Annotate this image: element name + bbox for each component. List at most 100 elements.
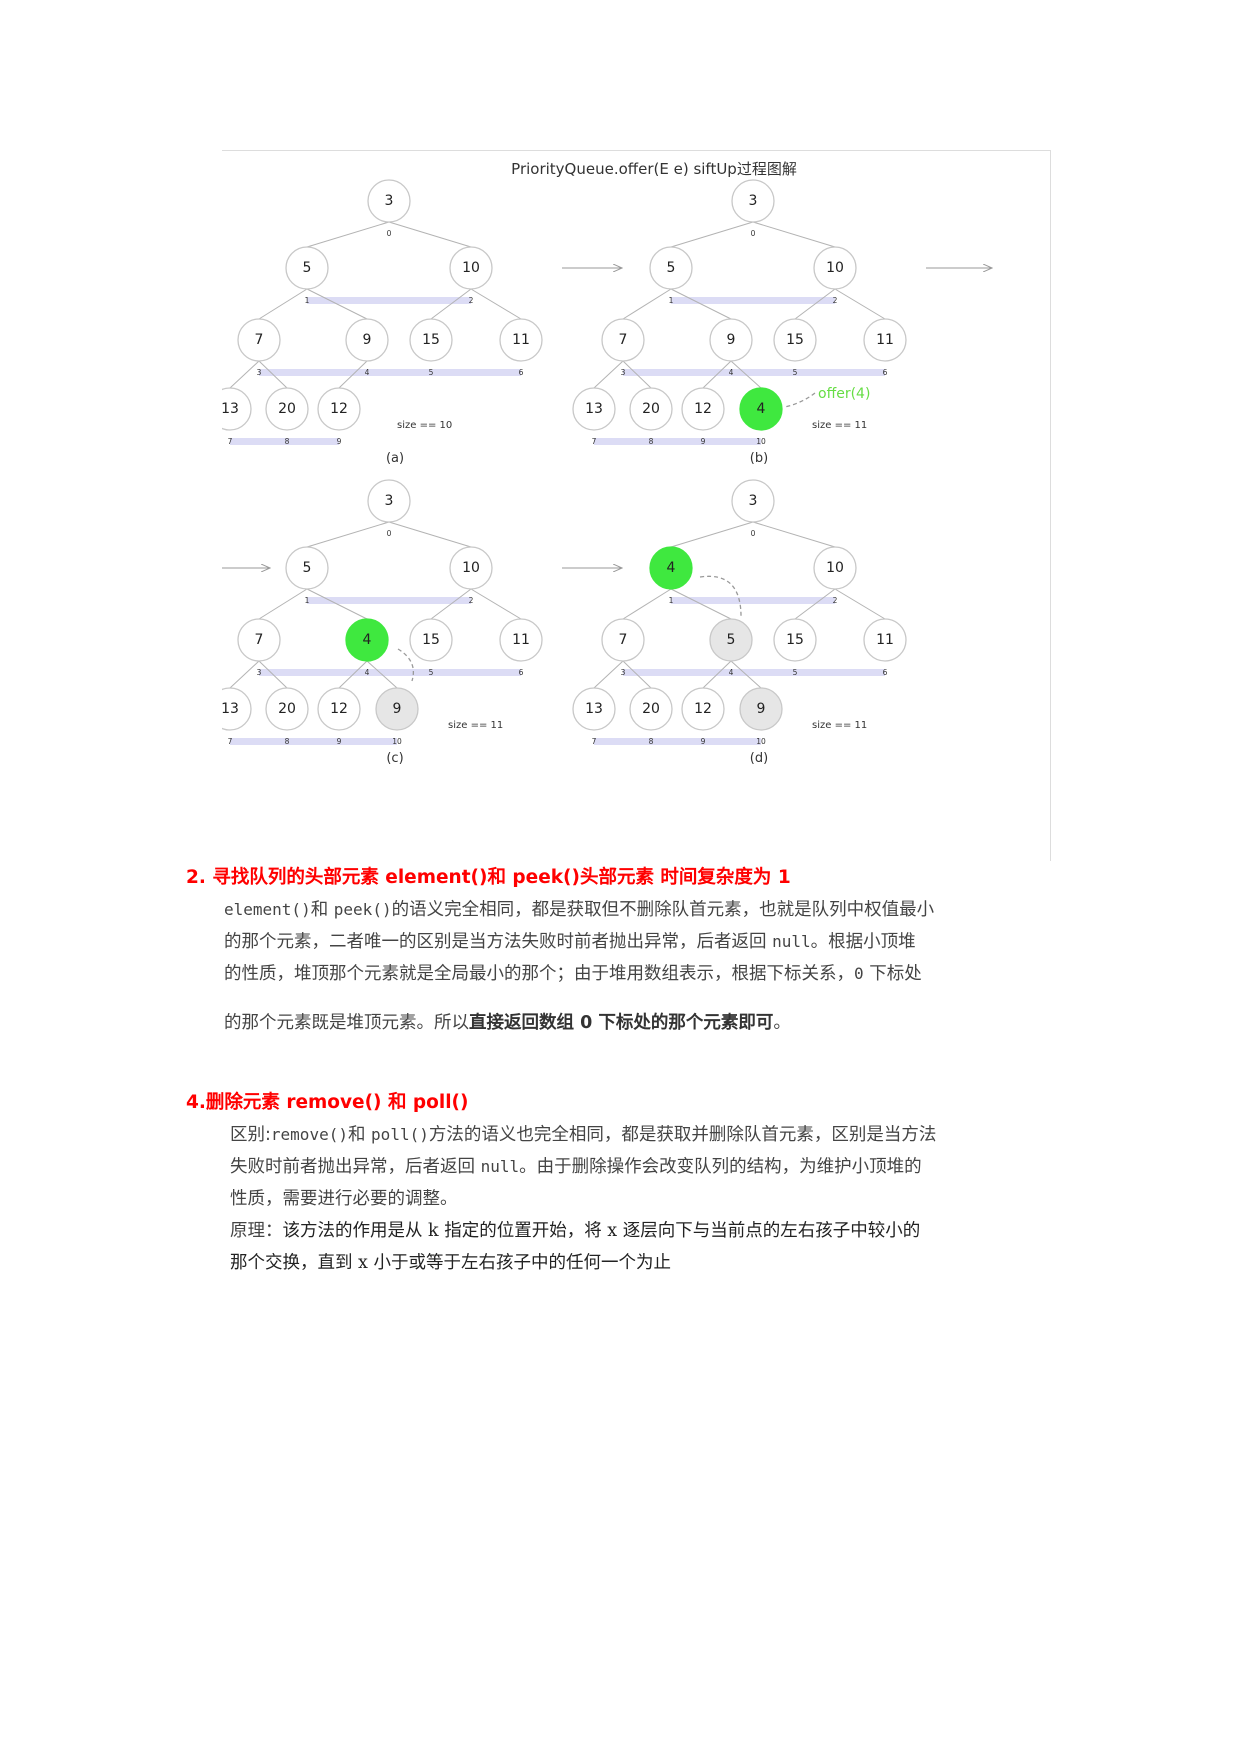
heap-node-circle (317, 687, 361, 731)
heap-diagram-svg: PriorityQueue.offer(E e) siftUp过程图解 3 0 5 1… (222, 160, 1050, 766)
heap-node-value: 11 (876, 632, 894, 648)
tree-edge (306, 521, 390, 548)
heap-node-circle (449, 246, 493, 290)
section-2-line-1: element()和 peek()的语义完全相同，都是获取但不删除队首元素，也就… (224, 896, 934, 921)
heap-node-index: 0 (751, 529, 756, 538)
heap-node-value: 12 (694, 401, 712, 417)
text: 下标处 (863, 964, 922, 984)
heap-node-index: 5 (429, 368, 434, 377)
tree-edge (258, 288, 308, 320)
tree-edge (258, 660, 288, 689)
section-2-heading: 2. 寻找队列的头部元素 element()和 peek()头部元素 时间复杂度… (186, 867, 791, 888)
heap-node-value: 20 (642, 701, 660, 717)
heap-node-value: 4 (667, 560, 676, 576)
section-2-line-2: 的那个元素，二者唯一的区别是当方法失败时前者抛出异常，后者返回 null。根据小… (224, 928, 916, 953)
heap-node-index: 9 (337, 737, 342, 746)
tree-edge (670, 221, 754, 248)
panel-label: (b) (750, 451, 768, 466)
index-bar (307, 297, 471, 304)
tree-edge (306, 288, 368, 320)
heap-node-index: 8 (649, 737, 654, 746)
code-element: element() (224, 900, 311, 919)
heap-node-circle (731, 479, 775, 523)
heap-node-value: 7 (619, 632, 628, 648)
index-bar (623, 369, 885, 376)
heap-node-circle (345, 318, 389, 362)
index-bar (594, 438, 761, 445)
heap-node-index: 6 (883, 368, 888, 377)
heap-node-index: 0 (387, 229, 392, 238)
swap-dashed-arrow (699, 575, 742, 620)
heap-node-index: 7 (228, 737, 233, 746)
heap-node-circle (739, 387, 783, 431)
figure-title: PriorityQueue.offer(E e) siftUp过程图解 (511, 160, 797, 178)
heap-node-value: 3 (749, 493, 758, 509)
heap-node-value: 3 (385, 493, 394, 509)
tree-edge (670, 521, 754, 548)
serif-text: 该方法的作用是从 k 指定的位置开始，将 x 逐层向下与当前点的左右孩子中较小的 (282, 1221, 921, 1241)
tree-edge (388, 221, 472, 248)
text: 的语义完全相同，都是获取但不删除队首元素，也就是队列中权值最小 (391, 900, 935, 920)
heap-node-circle (629, 687, 673, 731)
heap-node-index: 2 (833, 296, 838, 305)
heap-node-index: 10 (756, 437, 766, 446)
text: 。 (773, 1013, 791, 1033)
text: 和 (347, 1125, 372, 1145)
heap-node-index: 2 (469, 296, 474, 305)
heap-node-index: 4 (729, 368, 734, 377)
heap-node-index: 6 (519, 368, 524, 377)
heap-node-index: 6 (883, 668, 888, 677)
tree-edge (622, 360, 652, 389)
heap-node-value: 15 (422, 632, 440, 648)
serif-text: 那个交换，直到 x 小于或等于左右孩子中的任何一个为止 (230, 1253, 671, 1273)
heap-node-circle (409, 618, 453, 662)
heap-node-value: 7 (255, 332, 264, 348)
heap-node-value: 11 (512, 632, 530, 648)
index-bar (230, 438, 339, 445)
heap-node-circle (367, 479, 411, 523)
heap-node-value: 7 (255, 632, 264, 648)
code-peek: peek() (333, 900, 392, 919)
heap-node-circle (317, 387, 361, 431)
tree-edge (470, 288, 522, 320)
heap-node-value: 9 (757, 701, 766, 717)
index-bar (594, 738, 761, 745)
code-null: null (480, 1157, 520, 1176)
index-bar (623, 669, 885, 676)
heap-node-index: 9 (337, 437, 342, 446)
heap-node-value: 13 (222, 401, 239, 417)
heap-node-value: 5 (727, 632, 736, 648)
heap-node-value: 9 (393, 701, 402, 717)
tree-edge (670, 588, 732, 620)
heap-node-circle (265, 687, 309, 731)
heap-node-circle (813, 246, 857, 290)
heap-node-circle (863, 318, 907, 362)
text: 和 (310, 900, 334, 920)
heap-node-circle (649, 246, 693, 290)
heap-node-index: 7 (228, 437, 233, 446)
tree-edge (306, 221, 390, 248)
text: 原理： (230, 1221, 283, 1241)
text: 的性质，堆顶那个元素就是全局最小的那个；由于堆用数组表示，根据下标关系， (224, 964, 854, 984)
index-bar (671, 597, 835, 604)
tree-edge (593, 660, 624, 689)
heap-node-value: 20 (278, 701, 296, 717)
heap-node-index: 3 (257, 668, 262, 677)
heap-node-index: 8 (285, 437, 290, 446)
heap-node-value: 11 (512, 332, 530, 348)
heap-node-value: 12 (694, 701, 712, 717)
tree-edge (670, 288, 732, 320)
section-2-line-3: 的性质，堆顶那个元素就是全局最小的那个；由于堆用数组表示，根据下标关系，0 下标… (224, 960, 922, 985)
index-bar (230, 738, 397, 745)
tree-edge (338, 660, 368, 689)
heap-node-index: 4 (729, 668, 734, 677)
text: 方法的语义也完全相同，都是获取并删除队首元素，区别是当方法 (428, 1125, 937, 1145)
heap-node-index: 8 (649, 437, 654, 446)
heap-node-index: 6 (519, 668, 524, 677)
code-null: null (772, 932, 811, 951)
heap-node-value: 15 (786, 332, 804, 348)
heap-node-value: 13 (222, 701, 239, 717)
heap-node-circle (375, 687, 419, 731)
heap-node-circle (601, 618, 645, 662)
